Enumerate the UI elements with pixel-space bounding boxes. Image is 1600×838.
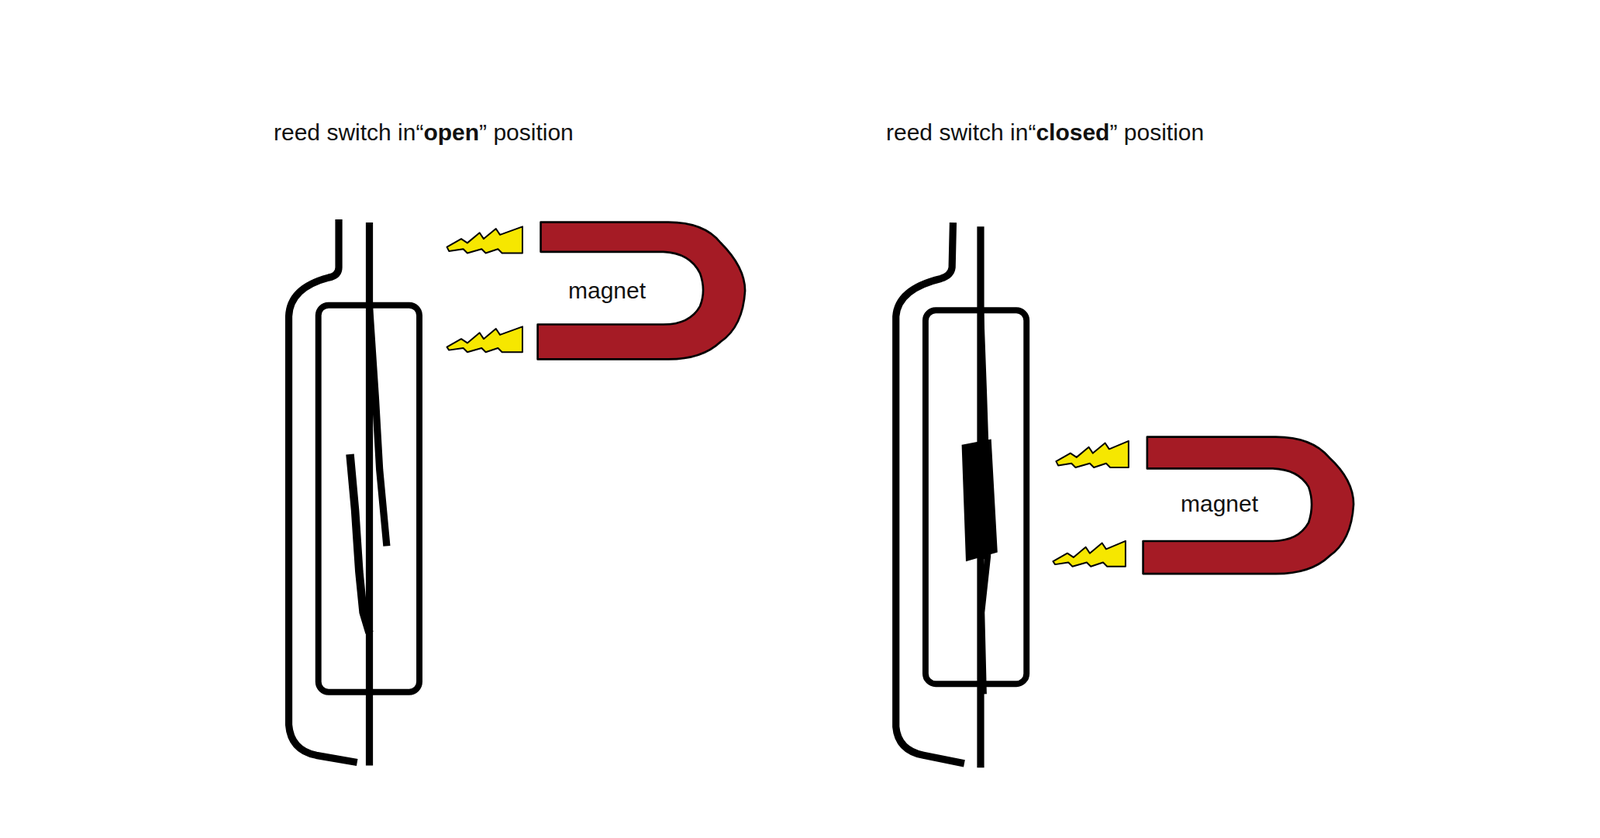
switch-title: reed switch in“open” position	[273, 119, 574, 146]
magnet: magnet	[532, 217, 752, 365]
state-word: closed	[1035, 119, 1110, 145]
magnetic-field-bolts	[447, 226, 1129, 566]
switch-title: reed switch in“closed” position	[886, 119, 1204, 146]
magnet: magnet	[1137, 431, 1360, 580]
title-text: reed switch in“	[886, 119, 1036, 145]
title-text: ” position	[479, 119, 574, 145]
title-text: reed switch in“	[273, 119, 424, 145]
reed-switch-open	[289, 219, 420, 766]
reed-switch-closed	[896, 222, 1027, 768]
magnet-label: magnet	[568, 277, 646, 304]
state-word: open	[423, 119, 480, 145]
title-text: ” position	[1109, 119, 1204, 145]
magnet-label: magnet	[1180, 490, 1259, 518]
